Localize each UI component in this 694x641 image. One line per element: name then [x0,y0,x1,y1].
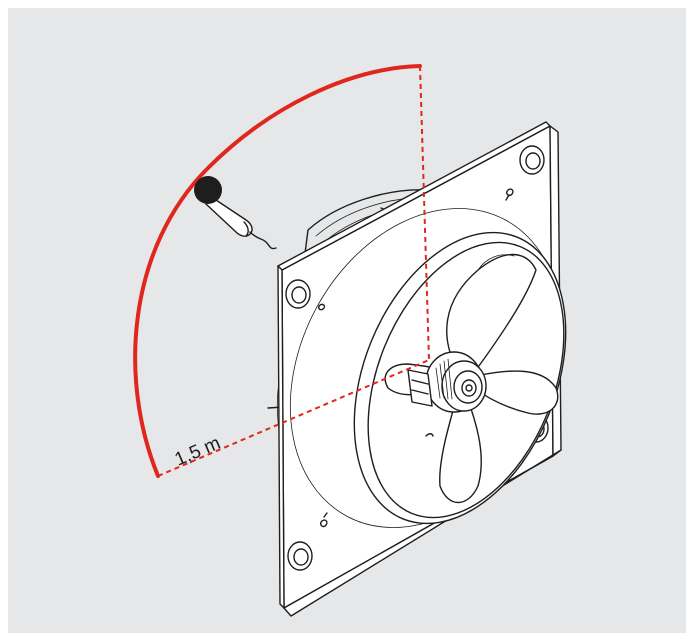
measurement-diagram: 1,5 m [8,8,686,633]
axial-fan [267,121,567,617]
hole-top-right [519,145,545,175]
motor-hub [407,351,487,437]
microphone-head [194,176,222,204]
hole-bottom-left [287,541,313,571]
plate-markings [318,188,514,528]
microphone-icon [194,176,277,250]
vertical-radius-line [419,65,430,361]
measurement-arc [133,64,422,478]
hole-top-left [285,279,311,309]
horizontal-radius-line [157,359,430,477]
diagram-panel: 1,5 m [8,8,686,633]
